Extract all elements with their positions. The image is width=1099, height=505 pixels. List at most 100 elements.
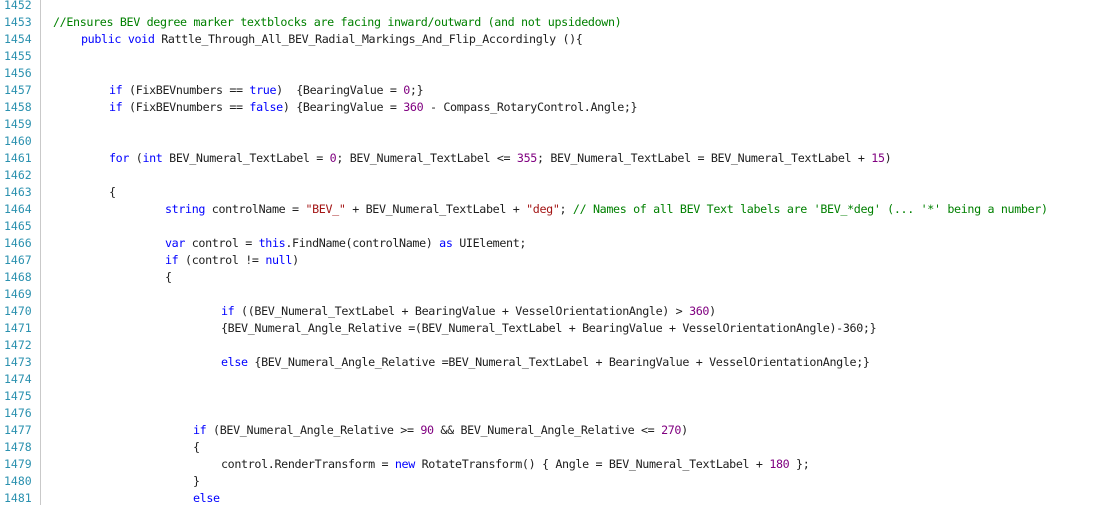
code-line[interactable]: 1469 xyxy=(0,286,1099,303)
line-number: 1452 xyxy=(4,0,32,12)
number-token: 270 xyxy=(661,423,682,437)
line-number: 1471 xyxy=(4,321,32,335)
code-line[interactable]: 1465 xyxy=(0,218,1099,235)
code-token: } xyxy=(193,474,200,488)
code-token: { xyxy=(193,440,200,454)
keyword-token: true xyxy=(249,83,277,97)
code-text: } xyxy=(193,473,200,490)
line-number: 1470 xyxy=(4,304,32,318)
code-token: ;} xyxy=(409,83,424,97)
line-number: 1466 xyxy=(4,236,32,250)
code-text: var control = this.FindName(controlName)… xyxy=(165,235,526,252)
code-line[interactable]: 1464 string controlName = "BEV_" + BEV_Nu… xyxy=(0,201,1099,218)
line-number: 1453 xyxy=(4,15,32,29)
code-line[interactable]: 1453//Ensures BEV degree marker textbloc… xyxy=(0,14,1099,31)
number-token: 360 xyxy=(689,304,710,318)
number-token: 180 xyxy=(769,457,790,471)
code-text: if (FixBEVnumbers == false) {BearingValu… xyxy=(109,99,638,116)
line-number: 1474 xyxy=(4,372,32,386)
keyword-token: var xyxy=(165,236,186,250)
code-text: else {BEV_Numeral_Angle_Relative =BEV_Nu… xyxy=(221,354,870,371)
line-number: 1481 xyxy=(4,491,32,505)
keyword-token: if xyxy=(109,100,123,114)
line-number: 1480 xyxy=(4,474,32,488)
code-line[interactable]: 1470 if ((BEV_Numeral_TextLabel + Bearing… xyxy=(0,303,1099,320)
line-number: 1464 xyxy=(4,202,32,216)
line-number-gutter xyxy=(0,0,38,505)
number-token: 0 xyxy=(329,151,337,165)
code-line[interactable]: 1480} xyxy=(0,473,1099,490)
code-token: { xyxy=(109,185,116,199)
code-line[interactable]: 1481 else xyxy=(0,490,1099,505)
code-text: else xyxy=(193,490,220,505)
code-token: control = xyxy=(185,236,259,250)
line-number: 1467 xyxy=(4,253,32,267)
code-token: UIElement; xyxy=(452,236,527,250)
keyword-token: if xyxy=(193,423,207,437)
code-line[interactable]: 1475 xyxy=(0,388,1099,405)
code-line[interactable]: 1472 xyxy=(0,337,1099,354)
code-token: (FixBEVnumbers == xyxy=(122,100,250,114)
keyword-token: int xyxy=(142,151,163,165)
code-text: {BEV_Numeral_Angle_Relative =(BEV_Numera… xyxy=(221,320,877,337)
code-line[interactable]: 1476 xyxy=(0,405,1099,422)
code-line[interactable]: 1459 xyxy=(0,116,1099,133)
line-number: 1469 xyxy=(4,287,32,301)
keyword-token: null xyxy=(265,253,293,267)
keyword-token: new xyxy=(394,457,415,471)
code-token: .FindName(controlName) xyxy=(285,236,440,250)
code-text: { xyxy=(193,439,200,456)
code-token: (control != xyxy=(178,253,266,267)
line-number: 1476 xyxy=(4,406,32,420)
code-text: control.RenderTransform = new RotateTran… xyxy=(221,456,810,473)
code-token: control.RenderTransform = xyxy=(221,457,395,471)
line-number: 1477 xyxy=(4,423,32,437)
code-line[interactable]: 1478 { xyxy=(0,439,1099,456)
code-line[interactable]: 1468{ xyxy=(0,269,1099,286)
line-number: 1478 xyxy=(4,440,32,454)
code-line[interactable]: 1460 xyxy=(0,133,1099,150)
keyword-token: void xyxy=(127,32,155,46)
line-number: 1458 xyxy=(4,100,32,114)
code-token: controlName = xyxy=(205,202,306,216)
string-token: "deg" xyxy=(526,202,560,216)
code-text: for (int BEV_Numeral_TextLabel = 0; BEV_… xyxy=(109,150,892,167)
number-token: 15 xyxy=(871,151,885,165)
code-line[interactable]: 1455 xyxy=(0,48,1099,65)
code-line[interactable]: 1474 xyxy=(0,371,1099,388)
number-token: 0 xyxy=(403,83,410,97)
code-text: string controlName = "BEV_" + BEV_Numera… xyxy=(165,201,1048,218)
keyword-token: else xyxy=(193,491,220,505)
code-line[interactable]: 1452 xyxy=(0,0,1099,14)
line-number: 1457 xyxy=(4,83,32,97)
code-line[interactable]: 1462 xyxy=(0,167,1099,184)
line-number: 1475 xyxy=(4,389,32,403)
comment-token: // Names of all BEV Text labels are 'BEV… xyxy=(572,202,1048,216)
line-number: 1459 xyxy=(4,117,32,131)
code-line[interactable]: 1458 if (FixBEVnumbers == false) {Bearing… xyxy=(0,99,1099,116)
number-token: 360 xyxy=(403,100,424,114)
number-token: 90 xyxy=(420,423,434,437)
keyword-token: this xyxy=(258,236,286,250)
keyword-token: as xyxy=(439,236,453,250)
code-token: + BEV_Numeral_TextLabel + xyxy=(345,202,527,216)
code-line[interactable]: 1471 {BEV_Numeral_Angle_Relative =(BEV_Nu… xyxy=(0,320,1099,337)
line-number: 1472 xyxy=(4,338,32,352)
code-token: Rattle_Through_All_BEV_Radial_Markings_A… xyxy=(154,32,583,46)
code-line[interactable]: 1456 xyxy=(0,65,1099,82)
code-line[interactable]: 1466 var control = this.FindName(controlN… xyxy=(0,235,1099,252)
code-line[interactable]: 1463 { xyxy=(0,184,1099,201)
line-number: 1454 xyxy=(4,32,32,46)
code-token: ; xyxy=(559,202,573,216)
line-number: 1463 xyxy=(4,185,32,199)
code-text: if ((BEV_Numeral_TextLabel + BearingValu… xyxy=(221,303,716,320)
